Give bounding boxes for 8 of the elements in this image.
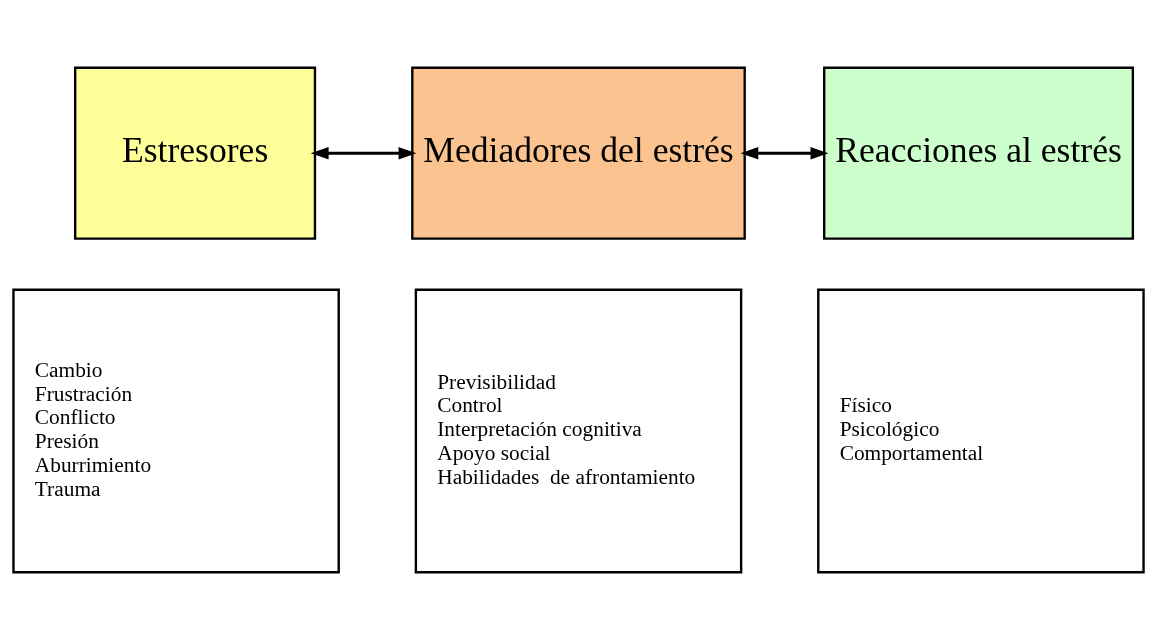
node-box: Previsibilidad Control Interpretación cognitiva Apoyo social Habilidades de afrontamiento xyxy=(414,288,743,574)
node-box: Cambio Frustración Conflicto Presión Aburrimiento Trauma xyxy=(12,288,340,574)
arrow xyxy=(310,146,417,160)
node-box: Mediadores del estrés xyxy=(411,66,746,240)
node-box: Físico Psicológico Comportamental xyxy=(817,288,1145,574)
arrow xyxy=(740,146,829,160)
node-box: Estresores xyxy=(74,66,317,240)
node-box: Reacciones al estrés xyxy=(823,66,1135,240)
